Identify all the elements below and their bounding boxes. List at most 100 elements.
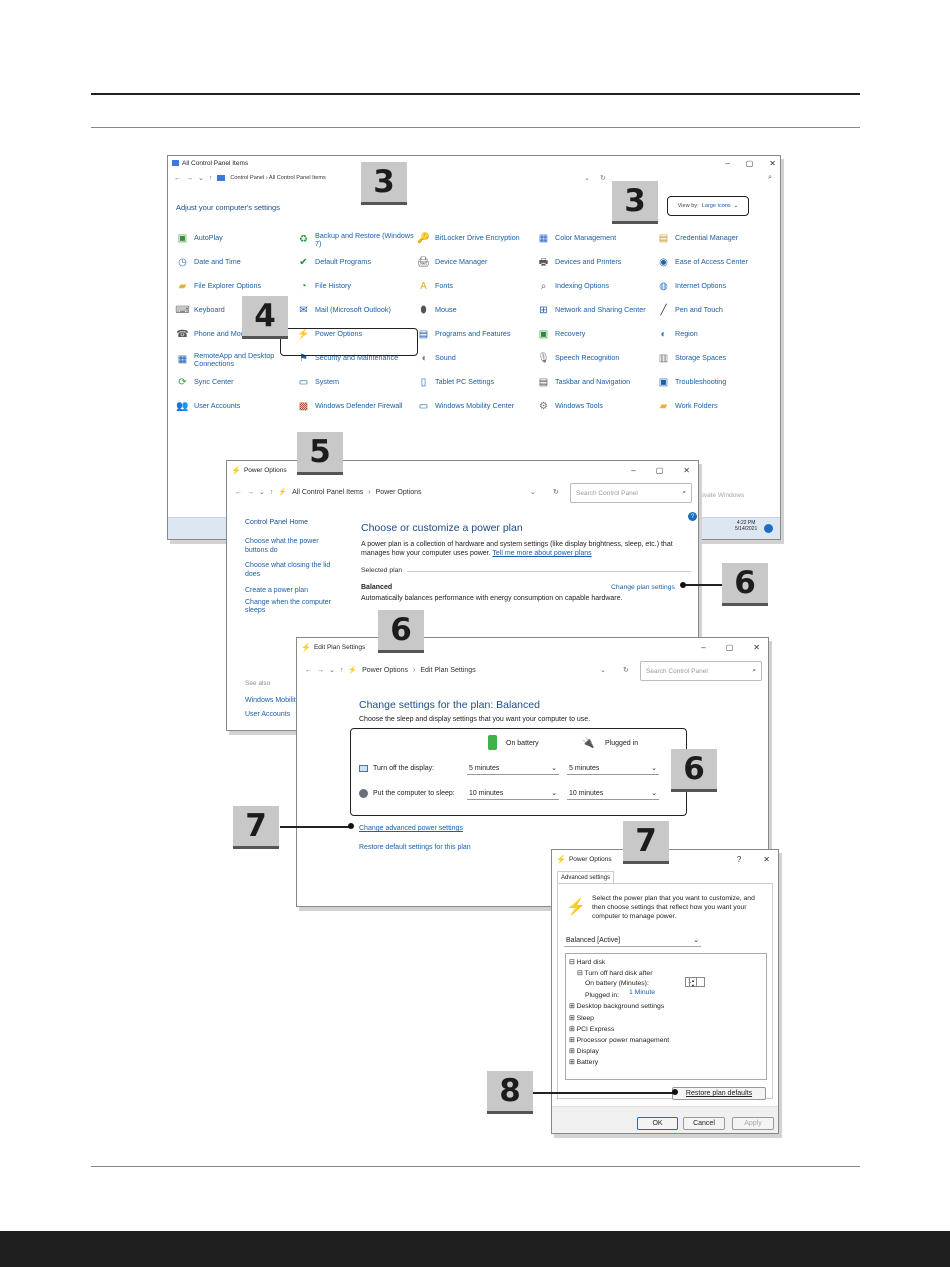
tree-row[interactable]: ⊞ Sleep [569, 1014, 594, 1022]
tree-row[interactable]: On battery (Minutes): [585, 980, 649, 988]
close-button[interactable]: ✕ [753, 642, 760, 652]
close-button[interactable]: ✕ [763, 854, 770, 864]
cp-item-sync-center[interactable]: ⟳Sync Center [176, 376, 294, 389]
search-input[interactable]: Search Control Panel ⌕ [640, 661, 762, 681]
breadcrumb[interactable]: Control Panel › All Control Panel Items [230, 175, 326, 181]
sidebar-link-2[interactable]: Choose what closing the lid does [245, 562, 331, 578]
cp-item-keyboard[interactable]: ⌨Keyboard [175, 304, 294, 317]
up-icon[interactable]: ↑ [339, 666, 344, 674]
maximize-button[interactable]: ▢ [725, 642, 734, 652]
cp-item-internet-options[interactable]: ◍Internet Options [657, 280, 775, 293]
forward-icon[interactable]: → [186, 174, 193, 182]
cp-item-work-folders[interactable]: ▰Work Folders [657, 400, 775, 413]
cancel-button[interactable]: Cancel [683, 1117, 725, 1130]
see-also-link-0[interactable]: Windows Mobility Center [245, 697, 297, 704]
chevron-down-icon[interactable]: ⌄ [329, 667, 335, 674]
refresh-icon[interactable]: ↻ [553, 489, 559, 496]
plan-select[interactable]: Balanced [Active]⌄ [564, 934, 701, 947]
chevron-down-icon[interactable]: ⌄ [259, 489, 265, 496]
minutes-spinner[interactable]: ▲▼ [689, 977, 697, 988]
cp-item-pen-and-touch[interactable]: ╱Pen and Touch [657, 304, 775, 317]
restore-default-settings-link[interactable]: Restore default settings for this plan [359, 844, 471, 851]
change-advanced-settings-link[interactable]: Change advanced power settings [359, 825, 463, 832]
cp-item-default-programs[interactable]: ✔Default Programs [297, 256, 415, 269]
up-icon[interactable]: ↑ [269, 488, 274, 496]
breadcrumb-current[interactable]: Power Options [375, 488, 422, 496]
cp-item-date-and-time[interactable]: ◷Date and Time [176, 256, 294, 269]
view-by-value[interactable]: Large icons [701, 203, 731, 209]
cp-item-security-and-maintenance[interactable]: ⚑Security and Maintenance [297, 352, 415, 365]
cp-item-color-management[interactable]: ▦Color Management [537, 232, 655, 245]
ok-button[interactable]: OK [637, 1117, 678, 1130]
cp-item-mouse[interactable]: ⬮Mouse [417, 304, 535, 317]
cp-item-mail-microsoft-outlook[interactable]: ✉Mail (Microsoft Outlook) [297, 304, 415, 317]
plugged-value-link[interactable]: 1 Minute [629, 989, 656, 996]
sleep-plugged-select[interactable]: 10 minutes⌄ [567, 787, 659, 800]
tell-me-more-link[interactable]: Tell me more about power plans [492, 550, 592, 558]
cp-item-troubleshooting[interactable]: ▣Troubleshooting [657, 376, 775, 389]
refresh-icon[interactable]: ↻ [623, 667, 629, 674]
chevron-down-icon[interactable]: ⌄ [198, 175, 204, 182]
tree-row[interactable]: ⊟ Turn off hard disk after [577, 969, 653, 977]
sidebar-link-3[interactable]: Create a power plan [245, 586, 309, 594]
minimize-button[interactable]: – [701, 642, 706, 652]
help-button[interactable]: ? [736, 854, 742, 864]
cp-item-recovery[interactable]: ▣Recovery [537, 328, 655, 341]
cp-item-region[interactable]: ◐Region [657, 328, 775, 341]
sidebar-link-1[interactable]: Choose what the power buttons do [245, 537, 319, 554]
display-plugged-select[interactable]: 5 minutes⌄ [567, 762, 659, 775]
breadcrumb-current[interactable]: Edit Plan Settings [420, 666, 476, 674]
cp-item-autoplay[interactable]: ▣AutoPlay [176, 232, 294, 245]
maximize-button[interactable]: ▢ [745, 158, 754, 168]
cp-item-file-history[interactable]: ◔File History [297, 280, 415, 293]
notification-icon[interactable] [764, 524, 773, 533]
settings-tree[interactable]: ⊟ Hard disk ⊟ Turn off hard disk after On … [565, 953, 767, 1080]
back-icon[interactable]: ← [174, 174, 181, 182]
forward-icon[interactable]: → [317, 666, 324, 674]
cp-item-windows-defender-firewall[interactable]: ▩Windows Defender Firewall [297, 400, 415, 413]
cp-item-taskbar-and-navigation[interactable]: ▤Taskbar and Navigation [537, 376, 655, 389]
back-icon[interactable]: ← [305, 666, 312, 674]
change-plan-settings-link[interactable]: Change plan settings [611, 584, 675, 591]
dropdown-icon[interactable]: ⌄ [530, 489, 536, 496]
tree-row[interactable]: ⊟ Hard disk [569, 958, 606, 966]
see-also-link-1[interactable]: User Accounts [245, 711, 291, 719]
cp-item-windows-tools[interactable]: ⚙Windows Tools [537, 400, 655, 413]
cp-item-backup-and-restore-windows-7[interactable]: ♻Backup and Restore (Windows 7) [297, 231, 415, 249]
tree-row[interactable]: ⊞ Desktop background settings [569, 1003, 665, 1011]
cp-item-bitlocker-drive-encryption[interactable]: 🔑BitLocker Drive Encryption [417, 232, 535, 245]
back-icon[interactable]: ← [235, 488, 242, 496]
forward-icon[interactable]: → [247, 488, 254, 496]
tree-row[interactable]: ⊞ Processor power management [569, 1036, 670, 1044]
up-icon[interactable]: ↑ [208, 174, 213, 182]
cp-item-system[interactable]: ▭System [297, 376, 415, 389]
cp-item-indexing-options[interactable]: ⌕Indexing Options [537, 280, 655, 293]
minimize-button[interactable]: – [725, 158, 730, 168]
view-by-highlight[interactable]: View by: Large icons ⌄ [667, 196, 749, 216]
breadcrumb-home[interactable]: Power Options [362, 666, 409, 674]
close-button[interactable]: ✕ [683, 465, 690, 475]
cp-item-device-manager[interactable]: 🖨Device Manager [417, 256, 535, 269]
apply-button[interactable]: Apply [732, 1117, 774, 1130]
dropdown-icon[interactable]: ⌄ [584, 175, 590, 182]
cp-item-devices-and-printers[interactable]: 🖶Devices and Printers [537, 256, 655, 269]
cp-item-speech-recognition[interactable]: 🎙Speech Recognition [537, 352, 655, 365]
dropdown-icon[interactable]: ⌄ [600, 667, 606, 674]
cp-item-ease-of-access-center[interactable]: ◉Ease of Access Center [657, 256, 775, 269]
cp-item-remoteapp-and-desktop-connections[interactable]: ▦RemoteApp and Desktop Connections [176, 351, 294, 369]
close-button[interactable]: ✕ [769, 158, 776, 168]
cp-item-storage-spaces[interactable]: ▥Storage Spaces [657, 352, 775, 365]
restore-plan-defaults-button[interactable]: Restore plan defaults [672, 1087, 766, 1100]
display-battery-select[interactable]: 5 minutes⌄ [467, 762, 559, 775]
cp-item-programs-and-features[interactable]: ▤Programs and Features [417, 328, 535, 341]
tree-row[interactable]: ⊞ Battery [569, 1059, 599, 1067]
tree-row[interactable]: ⊞ Display [569, 1048, 599, 1056]
tree-row[interactable]: Plugged in: [585, 991, 620, 999]
cp-item-credential-manager[interactable]: ▤Credential Manager [657, 232, 775, 245]
breadcrumb-home[interactable]: All Control Panel Items [292, 488, 364, 496]
cp-item-user-accounts[interactable]: 👥User Accounts [176, 400, 294, 413]
refresh-icon[interactable]: ↻ [600, 175, 606, 182]
tree-row[interactable]: ⊞ PCI Express [569, 1025, 615, 1033]
advanced-settings-tab[interactable]: Advanced settings [557, 871, 615, 884]
